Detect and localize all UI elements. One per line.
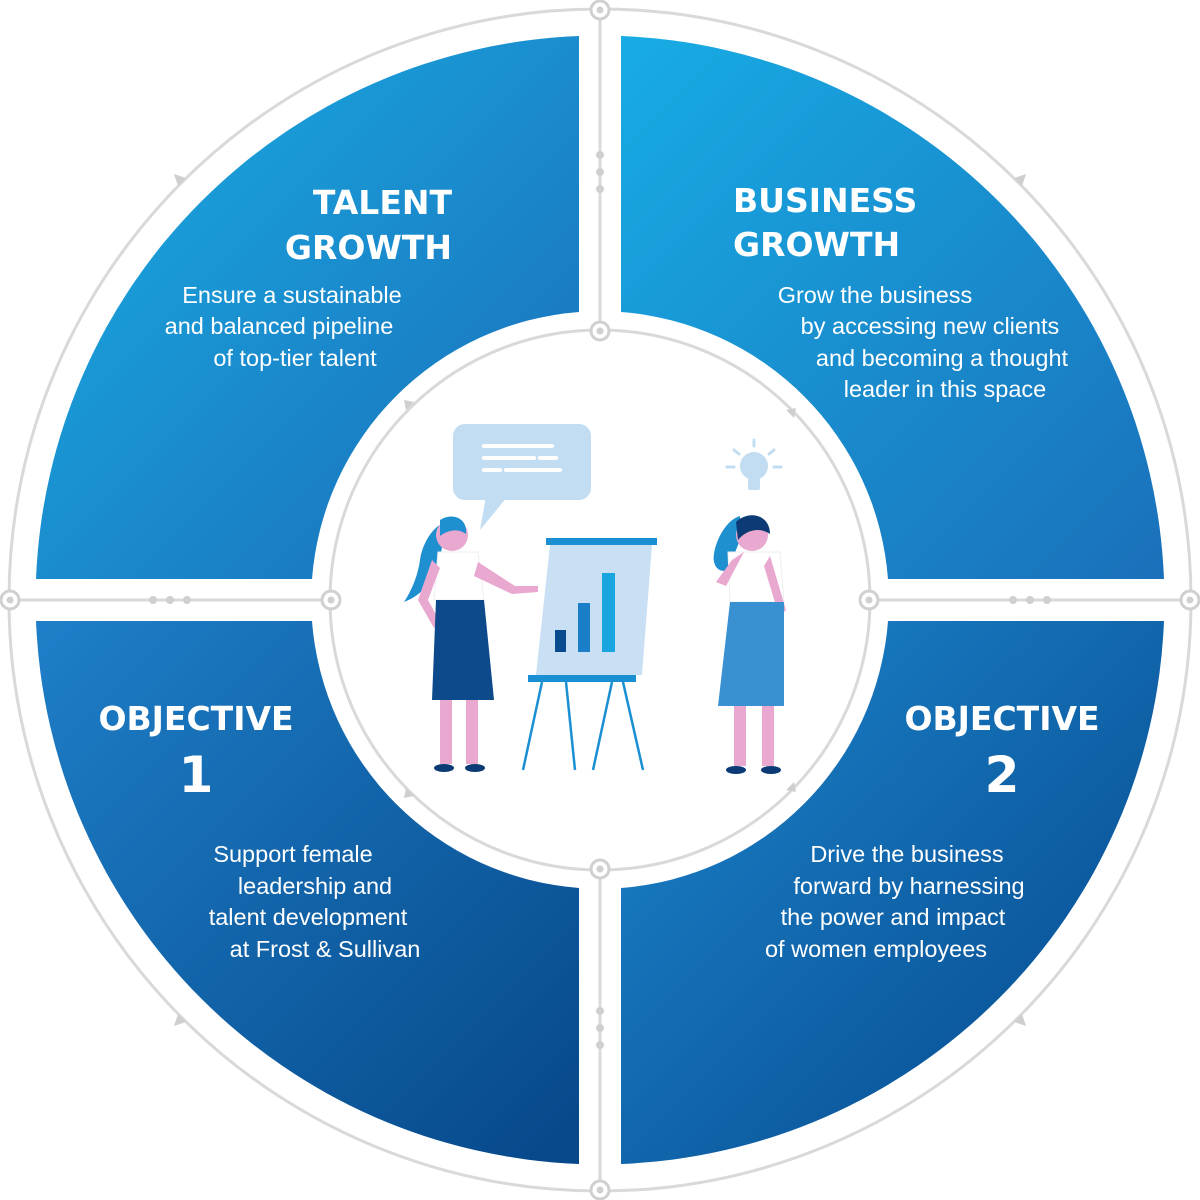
- talent-growth-title-line1: TALENT: [313, 183, 453, 222]
- quadrant-business-growth: [621, 36, 1164, 579]
- talent-growth-body-line3: of top-tier talent: [213, 345, 377, 371]
- inner-ring-arrows: [404, 400, 796, 798]
- arrow-icon: [786, 782, 796, 792]
- objective-2-title: OBJECTIVE: [904, 699, 1099, 738]
- objective-1-number: 1: [179, 746, 214, 804]
- business-growth-body-line2: by accessing new clients: [801, 313, 1060, 339]
- objective-2-body-line4: of women employees: [765, 936, 987, 962]
- objective-2-body-line2: forward by harnessing: [793, 873, 1024, 899]
- objective-1-body-line1: Support female: [213, 841, 372, 867]
- arrow-icon: [174, 1014, 186, 1026]
- objective-2-body-line1: Drive the business: [810, 841, 1003, 867]
- arrow-icon: [1014, 174, 1026, 186]
- objective-1-body-line2: leadership and: [238, 873, 392, 899]
- business-growth-title-line2: GROWTH: [733, 225, 900, 264]
- center-illustration: [404, 424, 786, 774]
- bar-chart-icon: [521, 538, 657, 771]
- junction-node-centers: [6, 6, 1194, 1194]
- arrow-icon: [174, 174, 186, 186]
- business-growth-title-line1: BUSINESS: [733, 181, 917, 220]
- speech-bubble-icon: [453, 424, 591, 530]
- business-growth-body-line3: and becoming a thought: [816, 345, 1069, 371]
- quadrant-talent-growth: [36, 36, 579, 579]
- talent-growth-title-line2: GROWTH: [285, 228, 452, 267]
- talent-growth-body-line1: Ensure a sustainable: [182, 282, 401, 308]
- thinker-figure: [713, 515, 786, 774]
- arrow-icon: [1014, 1014, 1026, 1026]
- business-growth-body-line4: leader in this space: [844, 376, 1046, 402]
- arrow-icon: [404, 400, 414, 410]
- presenter-figure: [404, 516, 538, 772]
- objective-1-body-line4: at Frost & Sullivan: [230, 936, 421, 962]
- objective-2-number: 2: [985, 746, 1020, 804]
- divider-dots: [149, 151, 1051, 1049]
- quadrant-objective-2: [621, 621, 1164, 1164]
- objective-2-body-line3: the power and impact: [781, 904, 1006, 930]
- objective-1-title: OBJECTIVE: [98, 699, 293, 738]
- quadrant-objective-1: [36, 621, 579, 1164]
- business-growth-body-line1: Grow the business: [778, 282, 973, 308]
- outer-ring-arrows: [174, 174, 1026, 1026]
- lightbulb-icon: [725, 438, 783, 490]
- arrow-icon: [404, 788, 414, 798]
- talent-growth-body-line2: and balanced pipeline: [165, 313, 394, 339]
- arrow-icon: [786, 408, 796, 418]
- objective-1-body-line3: talent development: [209, 904, 408, 930]
